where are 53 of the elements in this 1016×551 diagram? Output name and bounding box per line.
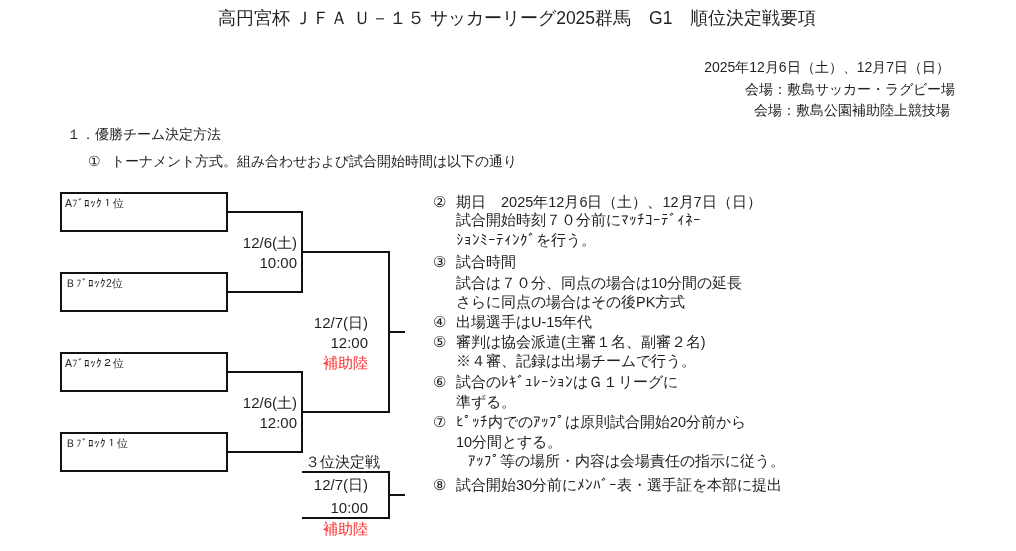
list-number: ① xyxy=(88,152,101,171)
bracket-line xyxy=(388,331,405,333)
list-item: トーナメント方式。組み合わせおよび試合開始時間は以下の通り xyxy=(111,152,517,171)
team-box xyxy=(60,352,228,392)
match-time: 12:00 xyxy=(259,413,297,433)
match-time: 10:00 xyxy=(259,253,297,273)
bracket-line xyxy=(227,411,303,453)
list-item: 試合時間 xyxy=(456,253,516,272)
event-date: 2025年12月6日（土）、12月7日（日） xyxy=(704,58,950,77)
match-date: 12/7(日) xyxy=(313,313,368,333)
page-title: 高円宮杯 ＪＦＡ Ｕ－１５ サッカーリーグ2025群馬 G1 順位決定戦要項 xyxy=(217,7,817,30)
list-item: 出場選手はU-15年代 xyxy=(456,313,593,332)
team-box xyxy=(60,432,228,472)
section-heading: １．優勝チーム決定方法 xyxy=(67,125,221,144)
list-item: 期日 2025年12月6日（土）、12月7日（日） xyxy=(456,193,762,212)
bracket-line xyxy=(227,251,303,293)
team-box xyxy=(60,272,228,312)
venue-line: 会場：敷島公園補助陸上競技場 xyxy=(754,101,950,120)
team-slot-label: Aﾌﾞﾛｯｸ１位 xyxy=(65,196,124,210)
team-box xyxy=(60,192,228,232)
list-number: ⑥ xyxy=(433,373,446,392)
bracket-line xyxy=(301,251,390,333)
note-text: ｱｯﾌﾟ等の場所・内容は会場責任の指示に従う。 xyxy=(468,452,785,471)
team-slot-label: Aﾌﾞﾛｯｸ２位 xyxy=(65,356,124,370)
match-date: 12/7(日) xyxy=(313,475,368,495)
bracket-line xyxy=(388,494,405,496)
list-item: 試合のﾚｷﾞｭﾚｰｼｮﾝはＧ１リーグに準ずる。 xyxy=(456,373,679,412)
list-item: 審判は協会派遣(主審１名、副審２名) xyxy=(456,333,706,352)
bracket-line xyxy=(227,371,303,413)
bracket-heading: ３位決定戦 xyxy=(305,452,380,472)
bracket-line xyxy=(227,211,303,253)
list-number: ③ xyxy=(433,253,446,272)
list-number: ⑤ xyxy=(433,333,446,352)
list-number: ② xyxy=(433,193,446,212)
list-item: 試合開始時刻７０分前にﾏｯﾁｺｰﾃﾞｨﾈｰｼｮﾝﾐｰﾃｨﾝｸﾞを行う。 xyxy=(456,211,702,250)
note-text: ※４審、記録は出場チームで行う。 xyxy=(456,352,696,371)
bracket-line xyxy=(301,331,390,413)
list-item: 試合は７０分、同点の場合は10分間の延長 xyxy=(456,274,743,293)
list-item: 試合開始30分前にﾒﾝﾊﾞｰ表・選手証を本部に提出 xyxy=(456,476,783,495)
venue-name: 補助陸 xyxy=(323,519,368,539)
list-item: ﾋﾟｯﾁ内でのｱｯﾌﾟは原則試合開始20分前から10分間とする。 xyxy=(456,413,748,452)
team-slot-label: Ｂﾌﾞﾛｯｸ１位 xyxy=(65,436,128,450)
list-number: ⑧ xyxy=(433,476,446,495)
team-slot-label: Ｂﾌﾞﾛｯｸ2位 xyxy=(65,276,123,290)
match-date: 12/6(土) xyxy=(242,393,297,413)
match-time: 12:00 xyxy=(330,333,368,353)
match-time: 10:00 xyxy=(330,498,368,518)
venue-name: 補助陸 xyxy=(323,353,368,373)
list-number: ④ xyxy=(433,313,446,332)
list-item: さらに同点の場合はその後PK方式 xyxy=(456,293,686,312)
match-date: 12/6(土) xyxy=(242,233,297,253)
venue-line: 会場：敷島サッカー・ラグビー場 xyxy=(745,80,955,99)
list-number: ⑦ xyxy=(433,413,446,432)
